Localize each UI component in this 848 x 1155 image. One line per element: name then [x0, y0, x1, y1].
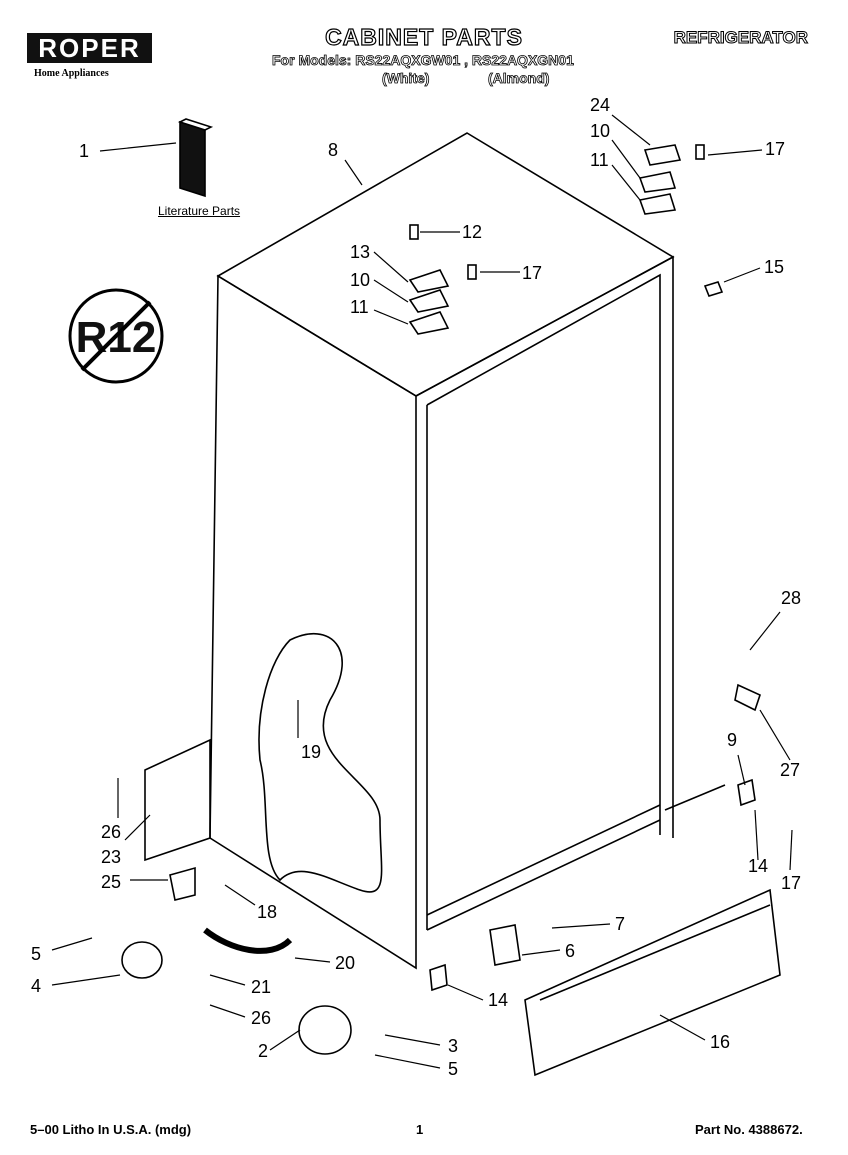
- lower-hardware: [121, 683, 781, 1077]
- brand-logo: ROPER: [27, 33, 152, 63]
- callout-10-top: 10: [590, 121, 611, 141]
- callout-28: 28: [781, 588, 802, 608]
- top-hinge-parts: [408, 144, 724, 335]
- callout-17: 17: [522, 263, 543, 283]
- page-title: CABINET PARTS: [324, 23, 523, 50]
- no-r12-icon: R12: [68, 288, 164, 384]
- callout-17-top: 17: [765, 139, 786, 159]
- callout-20: 20: [335, 953, 356, 973]
- callout-5: 5: [448, 1059, 459, 1079]
- callout-26: 26: [251, 1008, 272, 1028]
- callout-6: 6: [565, 941, 576, 961]
- callout-4: 4: [31, 976, 42, 996]
- callout-26-left: 26: [101, 822, 122, 842]
- variant-white: (White): [382, 70, 430, 87]
- callout-8: 8: [328, 140, 339, 160]
- callout-3: 3: [448, 1036, 459, 1056]
- callout-9: 9: [727, 730, 738, 750]
- callout-5-left: 5: [31, 944, 42, 964]
- callout-2: 2: [258, 1041, 269, 1061]
- footer-print-info: 5–00 Litho In U.S.A. (mdg): [30, 1122, 192, 1137]
- callout-7: 7: [615, 914, 626, 934]
- leader-lines: [51, 114, 793, 1069]
- callout-10: 10: [350, 270, 371, 290]
- brand-subtitle: Home Appliances: [34, 68, 109, 79]
- callout-11-top: 11: [590, 150, 609, 170]
- callout-12: 12: [462, 222, 483, 242]
- variant-almond: (Almond): [488, 70, 550, 87]
- callout-14-right: 14: [748, 856, 769, 876]
- cabinet-body: [209, 132, 675, 970]
- part-number: Part No. 4388672.: [695, 1122, 803, 1137]
- callout-27: 27: [780, 760, 801, 780]
- model-numbers: For Models: RS22AQXGW01 , RS22AQXGN01: [272, 52, 575, 69]
- callout-18: 18: [257, 902, 278, 922]
- callout-17-bottom: 17: [781, 873, 802, 893]
- callout-25: 25: [101, 872, 122, 892]
- callout-13: 13: [350, 242, 371, 262]
- callout-16: 16: [710, 1032, 731, 1052]
- callout-24: 24: [590, 95, 611, 115]
- callout-11: 11: [350, 297, 369, 317]
- page-number: 1: [416, 1122, 424, 1137]
- literature-booklet-icon: [177, 118, 214, 198]
- callout-15: 15: [764, 257, 785, 277]
- callout-23: 23: [101, 847, 122, 867]
- callout-1: 1: [79, 141, 90, 161]
- literature-parts-label: Literature Parts: [158, 204, 241, 218]
- callout-19: 19: [301, 742, 322, 762]
- appliance-category: REFRIGERATOR: [673, 28, 808, 48]
- callout-14: 14: [488, 990, 509, 1010]
- callout-21: 21: [251, 977, 272, 997]
